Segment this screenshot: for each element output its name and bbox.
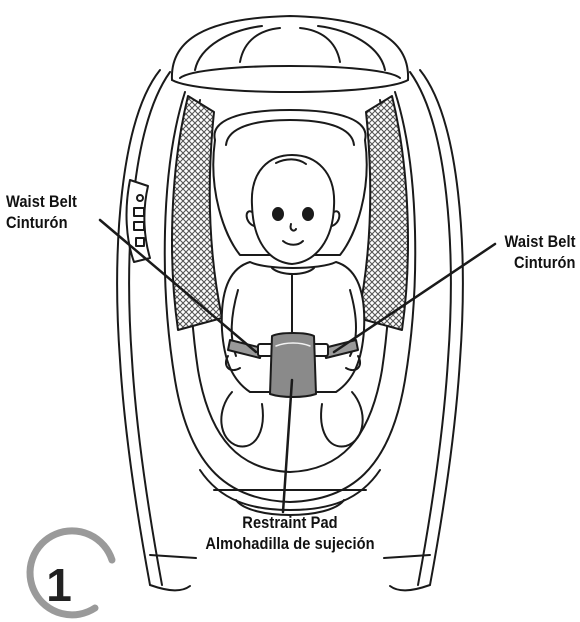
waist-belt-left-es: Cinturón — [6, 212, 77, 233]
restraint-pad-es: Almohadilla de sujeción — [170, 533, 411, 554]
restraint-pad-label: Restraint Pad Almohadilla de sujeción — [170, 512, 411, 554]
step-number: 1 — [40, 560, 78, 610]
canopy — [172, 16, 408, 92]
seat-base — [200, 470, 380, 515]
waist-belt-right-label: Waist Belt Cinturón — [505, 231, 576, 273]
waist-belt-left-en: Waist Belt — [6, 191, 77, 212]
baby-head — [247, 155, 340, 264]
restraint-pad-en: Restraint Pad — [170, 512, 411, 533]
leader-restraint-pad — [283, 380, 292, 512]
control-panel — [127, 180, 150, 262]
waist-belt-right-en: Waist Belt — [505, 231, 576, 252]
waist-belt-right-es: Cinturón — [505, 252, 576, 273]
waist-belt-left-label: Waist Belt Cinturón — [6, 191, 77, 233]
